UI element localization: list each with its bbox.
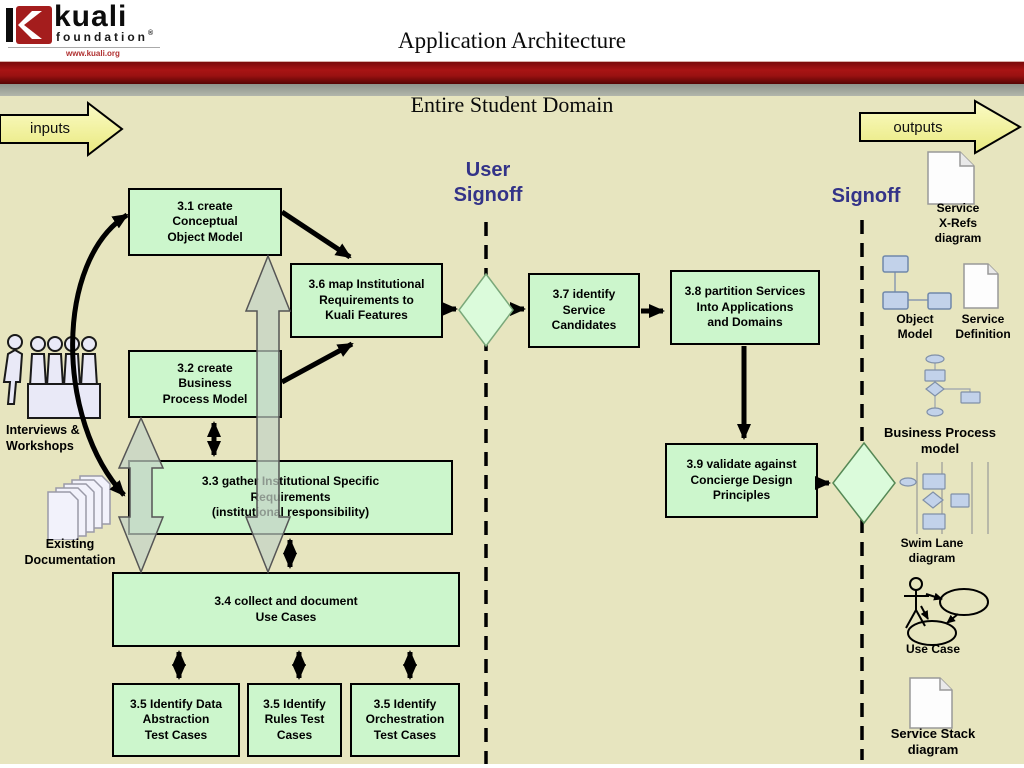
business-process-flowchart-icon [924, 354, 981, 417]
kuali-foundation-logo: kuali foundation® www.kuali.org [6, 0, 236, 58]
gray-banner-bar [0, 84, 1024, 96]
process-box-3-5-orchestration: 3.5 Identify Orchestration Test Cases [350, 683, 460, 757]
swim-lane-label: Swim Lane diagram [900, 536, 964, 565]
service-xrefs-label: Service X-Refs diagram [934, 201, 982, 245]
use-case-label: Use Case [905, 642, 961, 656]
interviews-workshops-label: Interviews & Workshops [6, 423, 80, 453]
logo-brand-text: kuali [54, 0, 128, 33]
service-definition-label: Service Definition [955, 312, 1011, 341]
connector-3-2-to-3-6 [280, 341, 354, 385]
logo-foundation-text: foundation® [56, 30, 157, 44]
object-model-label: Object Model [896, 312, 934, 341]
user-signoff-decision-diamond [458, 272, 514, 348]
logo-divider [8, 47, 160, 48]
registered-mark: ® [147, 30, 157, 37]
service-stack-document-icon [909, 677, 953, 729]
connector-3-1-to-3-6 [280, 209, 352, 260]
red-banner-bar [0, 61, 1024, 85]
page-title: Application Architecture [397, 28, 626, 53]
process-box-3-2: 3.2 create Business Process Model [128, 350, 282, 418]
diagram-canvas: Entire Student Domain inputs outputs Use… [0, 92, 1024, 764]
existing-documentation-label: Existing Documentation [24, 537, 116, 567]
process-box-3-3: 3.3 gather Institutional Specific Requir… [128, 460, 453, 535]
use-case-icon [904, 577, 989, 646]
process-box-3-1: 3.1 create Conceptual Object Model [128, 188, 282, 256]
inputs-arrow-label: inputs [29, 120, 71, 137]
object-model-icon [882, 255, 952, 310]
diagram-subtitle: Entire Student Domain [410, 92, 614, 117]
user-signoff-label: User Signoff [453, 159, 523, 206]
bottom-strip [0, 764, 1024, 768]
service-xrefs-document-icon [927, 151, 975, 205]
signoff-label: Signoff [831, 185, 901, 207]
document-stack-icon [47, 475, 111, 540]
process-box-3-6: 3.6 map Institutional Requirements to Ku… [290, 263, 443, 338]
people-at-table-icon [2, 334, 101, 419]
business-process-model-label: Business Process model [883, 425, 996, 457]
swim-lane-icon [899, 462, 989, 534]
process-box-3-7: 3.7 identify Service Candidates [528, 273, 640, 348]
process-box-3-4: 3.4 collect and document Use Cases [112, 572, 460, 647]
process-box-3-5-rules: 3.5 Identify Rules Test Cases [247, 683, 342, 757]
outputs-arrow-label: outputs [893, 119, 943, 136]
logo-url-text: www.kuali.org [66, 49, 120, 58]
slide-header: kuali foundation® www.kuali.org Applicat… [0, 0, 1024, 61]
kuali-logo-icon [6, 6, 52, 44]
process-box-3-9: 3.9 validate against Concierge Design Pr… [665, 443, 818, 518]
service-definition-document-icon [963, 263, 999, 309]
process-box-3-8: 3.8 partition Services Into Applications… [670, 270, 820, 345]
service-stack-label: Service Stack diagram [890, 726, 976, 758]
process-box-3-5-data: 3.5 Identify Data Abstraction Test Cases [112, 683, 240, 757]
